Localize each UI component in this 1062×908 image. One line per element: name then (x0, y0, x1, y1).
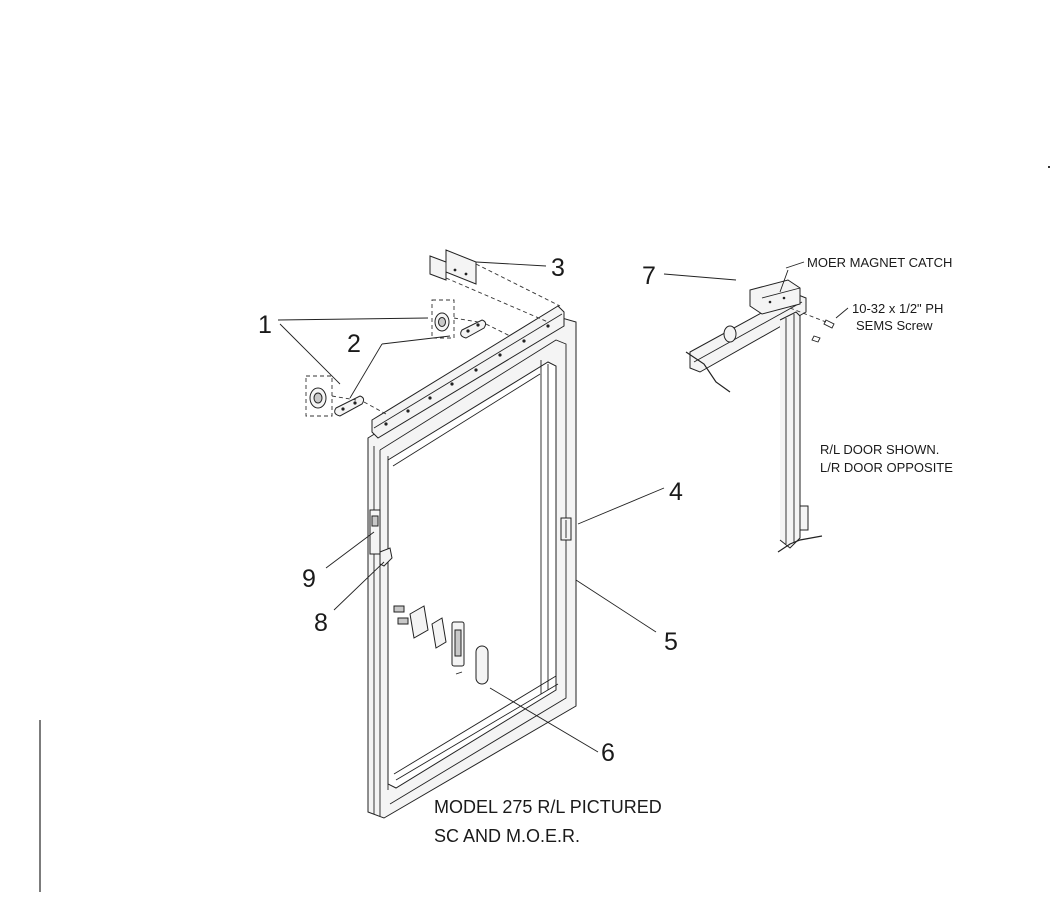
side-bumper (560, 517, 572, 541)
door-frame (367, 317, 577, 819)
latch-kit-parts (393, 605, 489, 685)
model-caption-line1: MODEL 275 R/L PICTURED (434, 797, 662, 817)
screw-spec-line1: 10-32 x 1/2" PH (852, 301, 943, 316)
callout-9: 9 (302, 565, 316, 593)
lower-roller-assembly (305, 375, 387, 417)
top-header-channel (371, 305, 565, 439)
callout-8: 8 (314, 609, 328, 637)
scan-speck (1048, 166, 1050, 168)
latch-hardware (369, 509, 393, 567)
door-hand-note-line1: R/L DOOR SHOWN. (820, 442, 939, 457)
callout-4: 4 (669, 478, 683, 506)
callout-7: 7 (642, 262, 656, 290)
door-hand-note-line2: L/R DOOR OPPOSITE (820, 460, 953, 475)
callout-5: 5 (664, 628, 678, 656)
upper-roller-assembly (431, 299, 511, 339)
screw-spec-line2: SEMS Screw (856, 318, 933, 333)
callout-6: 6 (601, 739, 615, 767)
corner-detail-view (685, 279, 835, 553)
header-bracket (429, 249, 561, 323)
magnet-catch-label: MOER MAGNET CATCH (807, 255, 952, 270)
model-caption-line2: SC AND M.O.E.R. (434, 826, 580, 846)
callout-2: 2 (347, 330, 361, 358)
leader-lines (277, 261, 849, 753)
callout-3: 3 (551, 254, 565, 282)
callout-1: 1 (258, 311, 272, 339)
